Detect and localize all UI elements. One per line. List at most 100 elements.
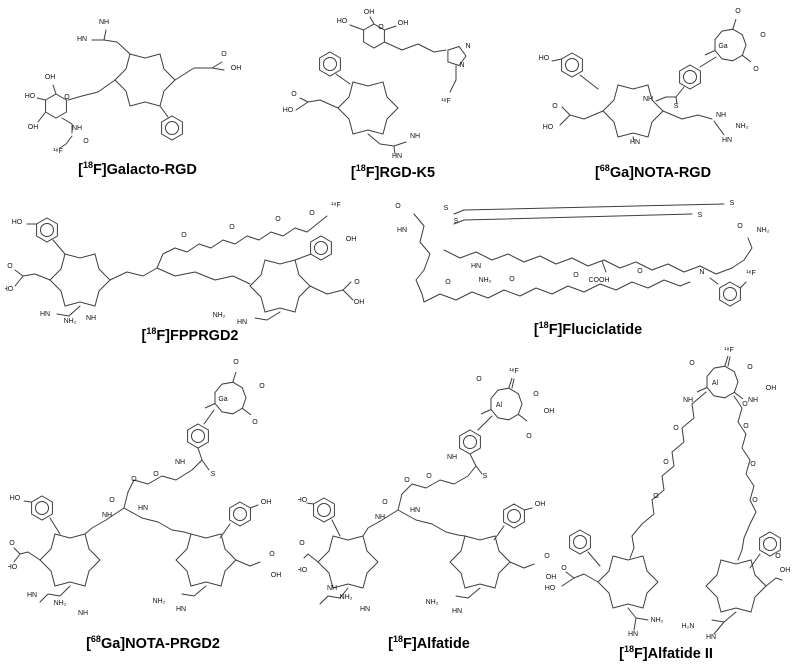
label-isotope: 68 (90, 634, 101, 645)
atom-label: NH₂ (64, 318, 77, 325)
label-name: FPPRGD2 (170, 328, 239, 344)
atom-label: HO (543, 124, 554, 131)
atom-label: OH (354, 299, 365, 306)
atom-label: HN (360, 606, 370, 613)
atom-label: NH (327, 585, 337, 592)
atom-label: O (526, 433, 532, 440)
compound-label-fluciclatide: [18F]Fluciclatide (534, 321, 642, 338)
atom-label: S (211, 471, 216, 478)
structure-fluciclatide-drawing: O HN S S S S HN NH₂ COOH O NH₂ O O O O N… (395, 200, 770, 307)
atom-label: HO (10, 495, 21, 502)
atom-label: H₂N (682, 623, 695, 630)
atom-label: HN (138, 505, 148, 512)
atom-label: OH (271, 572, 282, 579)
label-name: RGD-K5 (379, 165, 436, 181)
atom-label: O (269, 551, 275, 558)
atom-label: HO (298, 567, 308, 574)
atom-label: ¹⁸F (53, 148, 63, 155)
sugar-ring (45, 93, 67, 119)
atom-label: O (181, 232, 187, 239)
atom-label: O (109, 497, 115, 504)
atom-label: OH (535, 501, 546, 508)
atom-label: O (743, 423, 749, 430)
nota-chelator-ring (704, 18, 752, 63)
compound-nota-rgd: Ga O O O HO NH S O HO HN NH NH₂ HN [68Ga… (528, 5, 778, 181)
label-name: NOTA-RGD (633, 165, 712, 181)
atom-label: OH (546, 574, 557, 581)
atom-label: HN (237, 319, 247, 326)
atom-label: O (445, 279, 451, 286)
benzene-ring (319, 51, 341, 77)
compound-alfatide-ii: ¹⁸F Al O O O OH NH O O O NH O O O O HO N… (540, 344, 792, 662)
atom-label: OH (231, 65, 242, 72)
structure-alfatide-ii-drawing: ¹⁸F Al O O O OH NH O O O NH O O O O HO N… (545, 347, 791, 641)
compound-label-fpprgd2: [18F]FPPRGD2 (141, 327, 239, 344)
atom-label: ¹⁸F (331, 202, 341, 209)
atom-label: HO (25, 93, 36, 100)
atom-label: S (674, 103, 679, 110)
atom-label: HN (628, 631, 638, 638)
cyclic-peptide-ring (317, 535, 379, 589)
compound-label-galacto-rgd: [18F]Galacto-RGD (78, 161, 197, 178)
atom-label: NH₂ (736, 123, 749, 130)
cyclic-peptide-ring (39, 533, 101, 587)
atom-label: O (404, 477, 410, 484)
phenol-ring (503, 503, 525, 529)
atom-label: N (465, 43, 470, 50)
atom-label: NH₂ (213, 312, 226, 319)
atom-label: NH (86, 315, 96, 322)
label-bracket: [ (388, 636, 393, 652)
atom-label: O (750, 461, 756, 468)
label-isotope: 18 (623, 644, 634, 655)
atom-label: O (747, 364, 753, 371)
atom-label: COOH (589, 277, 610, 284)
atom-label: ¹⁸F (441, 98, 451, 105)
benzene-ring (459, 429, 481, 455)
atom-label: HN (452, 608, 462, 615)
atom-label: O (742, 401, 748, 408)
label-bracket: [ (141, 328, 147, 344)
atom-label: NH (78, 610, 88, 617)
atom-label: O (476, 376, 482, 383)
atom-label: HO (5, 286, 14, 293)
atom-label: OH (261, 499, 272, 506)
atom-label: O (354, 279, 360, 286)
atom-label: HN (410, 507, 420, 514)
atom-label: Al (496, 402, 503, 409)
atom-label: S (454, 218, 459, 225)
phenol-ring (310, 235, 332, 261)
atom-label: Ga (218, 396, 227, 403)
phenol-ring (31, 495, 53, 521)
label-nuclide: Ga] (100, 636, 126, 652)
atom-label: ¹⁸F (746, 270, 756, 277)
compound-fluciclatide: O HN S S S S HN NH₂ COOH O NH₂ O O O O N… (388, 198, 788, 338)
atom-label: O (233, 359, 239, 366)
benzene-ring (719, 281, 741, 307)
label-nuclide: F] (92, 162, 107, 178)
atom-label: O (252, 419, 258, 426)
label-name: Galacto-RGD (106, 162, 197, 178)
atom-label: O (735, 8, 741, 15)
atom-label: HN (392, 153, 402, 160)
atom-label: O (221, 51, 227, 58)
benzene-ring (187, 423, 209, 449)
atom-label: O (378, 24, 384, 31)
atom-label: NH₂ (340, 594, 353, 601)
atom-label: OH (780, 567, 791, 574)
label-nuclide: F] (633, 646, 648, 662)
structure-galacto-rgd-drawing: HN NH O OH O HO OH OH NH O ¹⁸F (25, 19, 242, 155)
atom-label: HO (539, 55, 550, 62)
atom-label: OH (346, 236, 357, 243)
cyclic-peptide-ring (337, 81, 399, 135)
atom-label: O (573, 272, 579, 279)
compound-label-nota-prgd2: [68Ga]NOTA-PRGD2 (86, 634, 220, 652)
atom-label: O (83, 138, 89, 145)
label-bracket: [ (594, 165, 600, 181)
label-name: NOTA-PRGD2 (125, 636, 220, 652)
atom-label: NH (410, 133, 420, 140)
compound-rgd-k5: O HO OH OH N N ¹⁸F O HO NH HN [18F]RGD-K… (278, 8, 508, 181)
atom-label: N (459, 62, 464, 69)
atom-label: OH (398, 20, 409, 27)
nota-alf-chelator-ring (696, 355, 744, 400)
atom-label: S (444, 205, 449, 212)
